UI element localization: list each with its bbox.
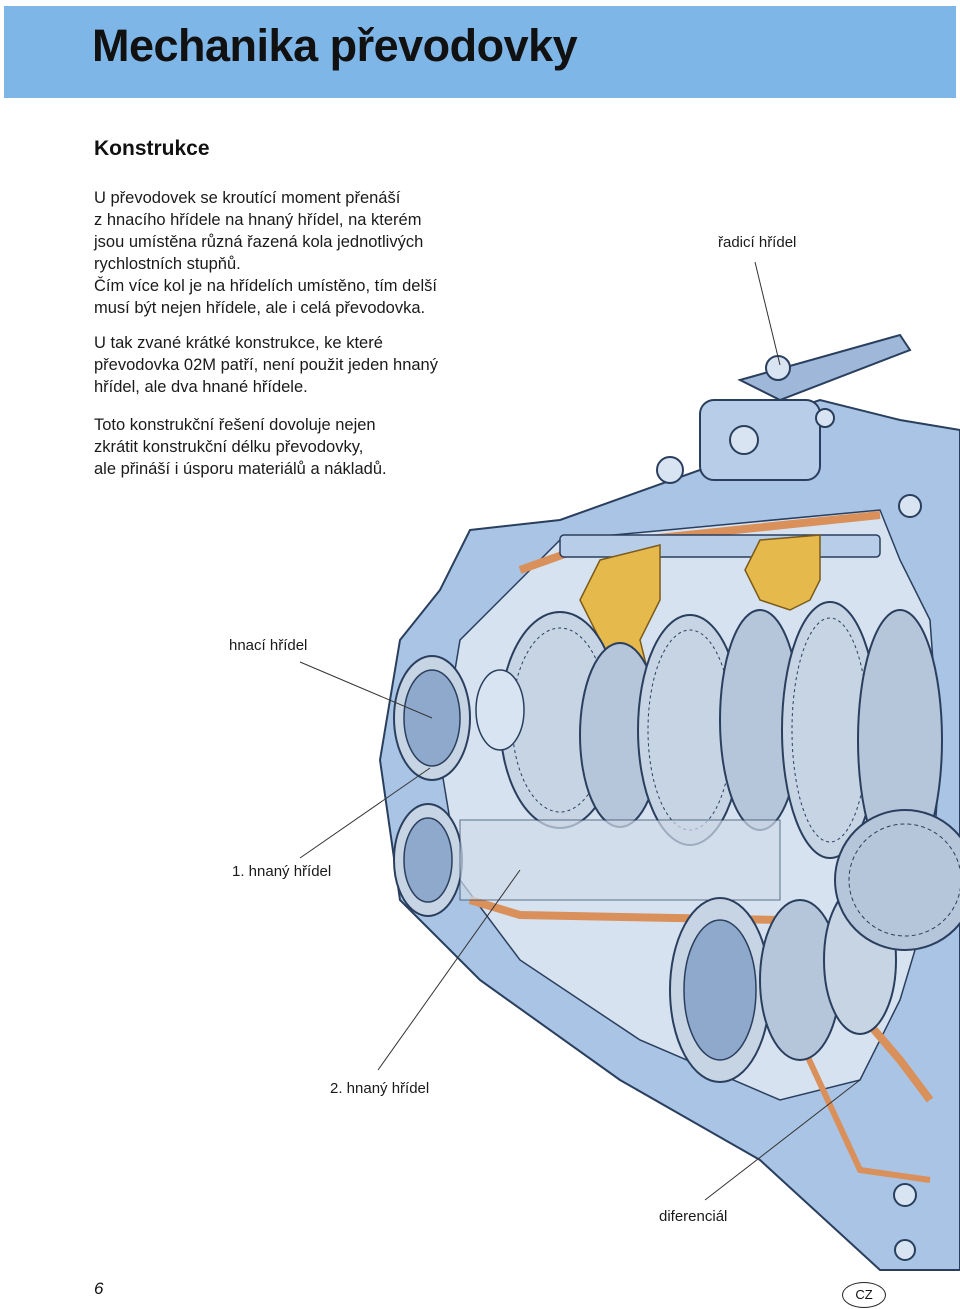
leader-output-shaft-1 [299, 767, 431, 859]
section-heading: Konstrukce [94, 137, 210, 160]
label-differential: diferenciál [659, 1208, 728, 1225]
callout-leader-lines [299, 261, 861, 1201]
output-shaft-1 [393, 803, 781, 917]
paragraph-short-design: U tak zvané krátké konstrukce, ke které … [94, 334, 438, 396]
label-shift-shaft: řadicí hřídel [718, 234, 797, 251]
leader-differential [704, 1079, 861, 1201]
leader-input-shaft [299, 661, 433, 719]
header-band [4, 6, 956, 98]
label-output-shaft-1: 1. hnaný hřídel [232, 863, 332, 880]
leader-shift-shaft [754, 261, 781, 366]
page-number: 6 [94, 1279, 104, 1298]
output-shaft-2 [669, 885, 897, 1083]
input-shaft [393, 655, 525, 781]
paragraph-benefits: Toto konstrukční řešení dovoluje nejen z… [94, 416, 387, 478]
shift-shaft [656, 333, 922, 518]
language-badge: CZ [842, 1282, 886, 1308]
differential [834, 809, 960, 1261]
label-output-shaft-2: 2. hnaný hřídel [330, 1080, 430, 1097]
page-title: Mechanika převodovky [92, 20, 578, 71]
label-input-shaft: hnací hřídel [229, 637, 308, 654]
leader-output-shaft-2 [377, 869, 521, 1071]
paragraph-intro: U převodovek se kroutící moment přenáší … [94, 189, 437, 317]
gear-cluster [499, 601, 943, 871]
